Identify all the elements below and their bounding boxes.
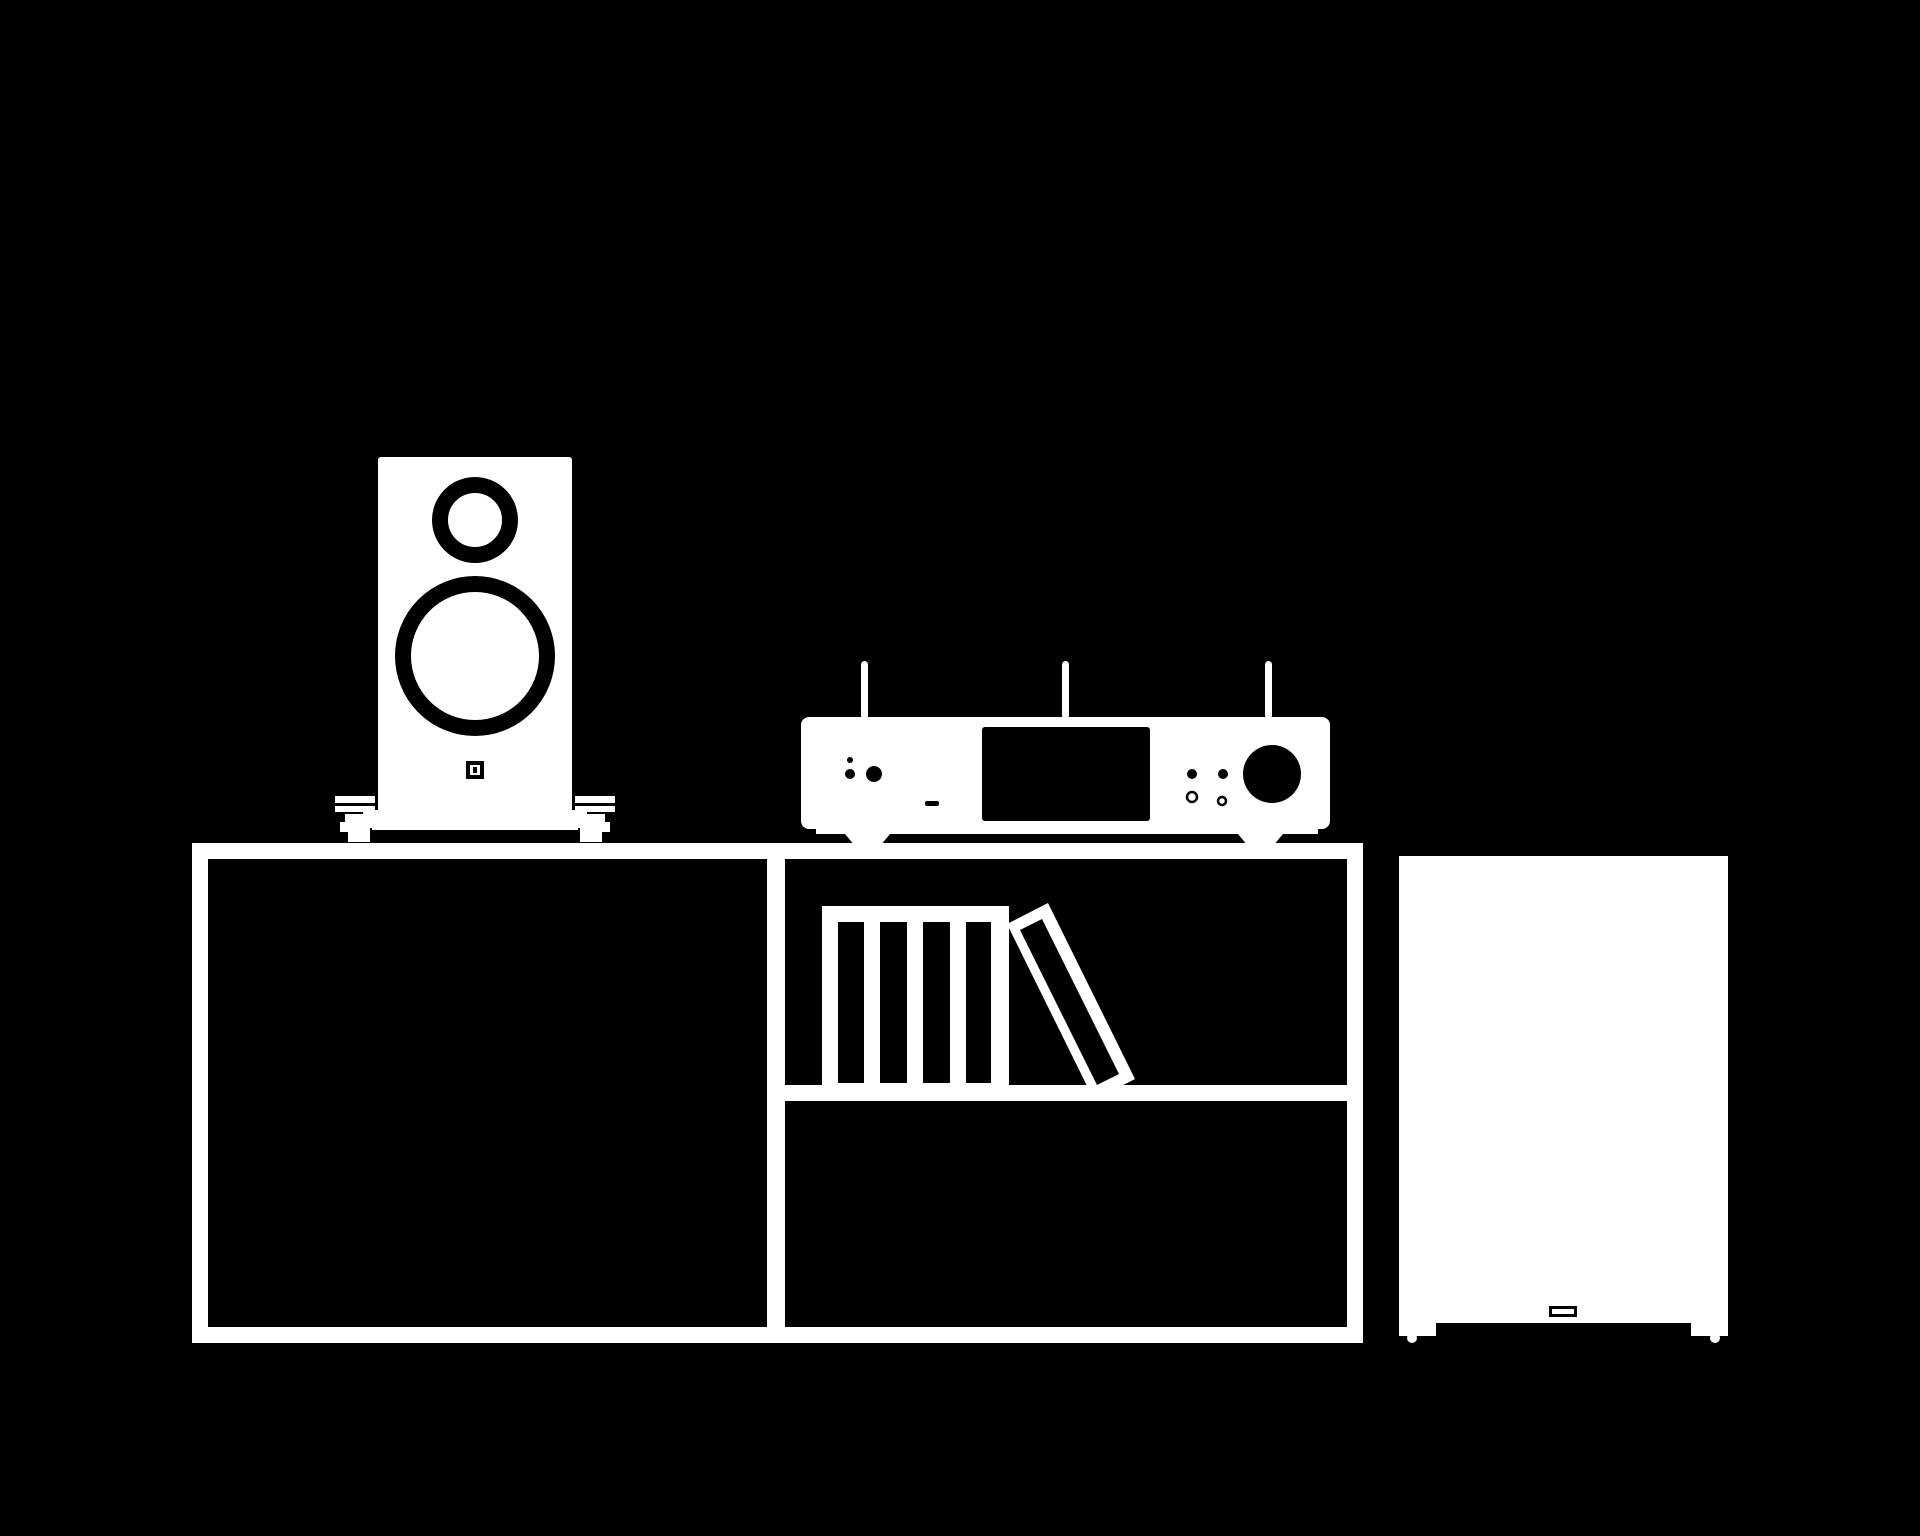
sideboard-frame <box>192 843 1363 1343</box>
subwoofer-icon <box>1399 856 1728 1343</box>
speaker-cabinet <box>378 457 572 812</box>
speaker-stand-feet <box>335 796 615 842</box>
media-sideboard-icon <box>192 843 1363 1343</box>
front-panel-controls <box>845 757 1228 807</box>
streamer-display <box>982 727 1150 821</box>
antenna-icons <box>861 661 1272 719</box>
vinyl-records-icon <box>822 903 1135 1100</box>
network-streamer-amplifier-icon <box>801 661 1330 846</box>
volume-knob-icon <box>1243 745 1301 803</box>
bookshelf-speaker-icon <box>335 457 615 842</box>
subwoofer-feet <box>1399 1323 1728 1343</box>
woofer-ring <box>395 576 555 736</box>
tweeter-ring <box>432 477 518 563</box>
subwoofer-cabinet <box>1399 856 1728 1323</box>
